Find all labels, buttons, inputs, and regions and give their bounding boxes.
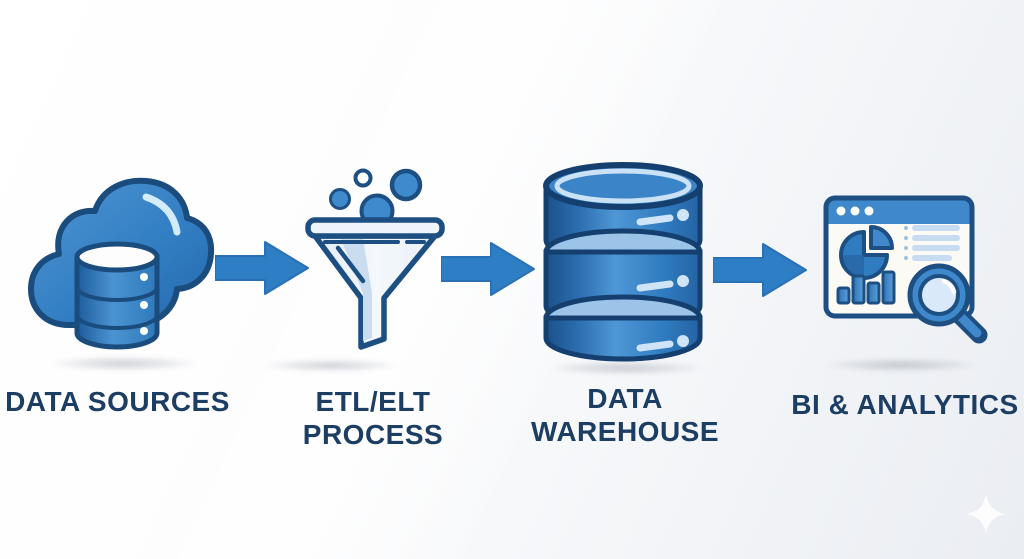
stage-label-data-warehouse: DATA WAREHOUSE bbox=[530, 383, 720, 448]
database-stack-icon bbox=[543, 162, 703, 362]
arrow-right-icon bbox=[441, 242, 535, 296]
bubble bbox=[353, 168, 373, 188]
funnel-icon bbox=[305, 168, 445, 350]
icon-shadow bbox=[548, 361, 703, 375]
cloud-database-icon bbox=[28, 177, 215, 350]
bubble bbox=[389, 168, 423, 202]
icon-shadow bbox=[263, 359, 398, 372]
dashboard-magnifier-icon bbox=[823, 195, 988, 344]
database-tier bbox=[543, 294, 703, 362]
pie-chart bbox=[839, 225, 894, 280]
bar-chart bbox=[836, 270, 896, 305]
magnifier-icon bbox=[907, 263, 988, 344]
funnel-cone bbox=[312, 233, 438, 350]
icon-shadow bbox=[823, 358, 978, 372]
arrow-right-icon bbox=[713, 243, 807, 297]
database-cylinder bbox=[74, 241, 160, 350]
funnel-rim bbox=[305, 217, 445, 239]
bubble bbox=[329, 188, 351, 210]
arrow-right-icon bbox=[215, 241, 309, 295]
stage-label-bi-analytics: BI & ANALYTICS bbox=[791, 389, 1019, 420]
stage-label-etl-elt-process: ETL/ELT PROCESS bbox=[302, 386, 444, 451]
text-lines bbox=[904, 225, 960, 261]
sparkle-icon bbox=[966, 494, 1006, 534]
stage-label-data-sources: DATA SOURCES bbox=[5, 386, 230, 417]
icon-shadow bbox=[48, 356, 198, 371]
